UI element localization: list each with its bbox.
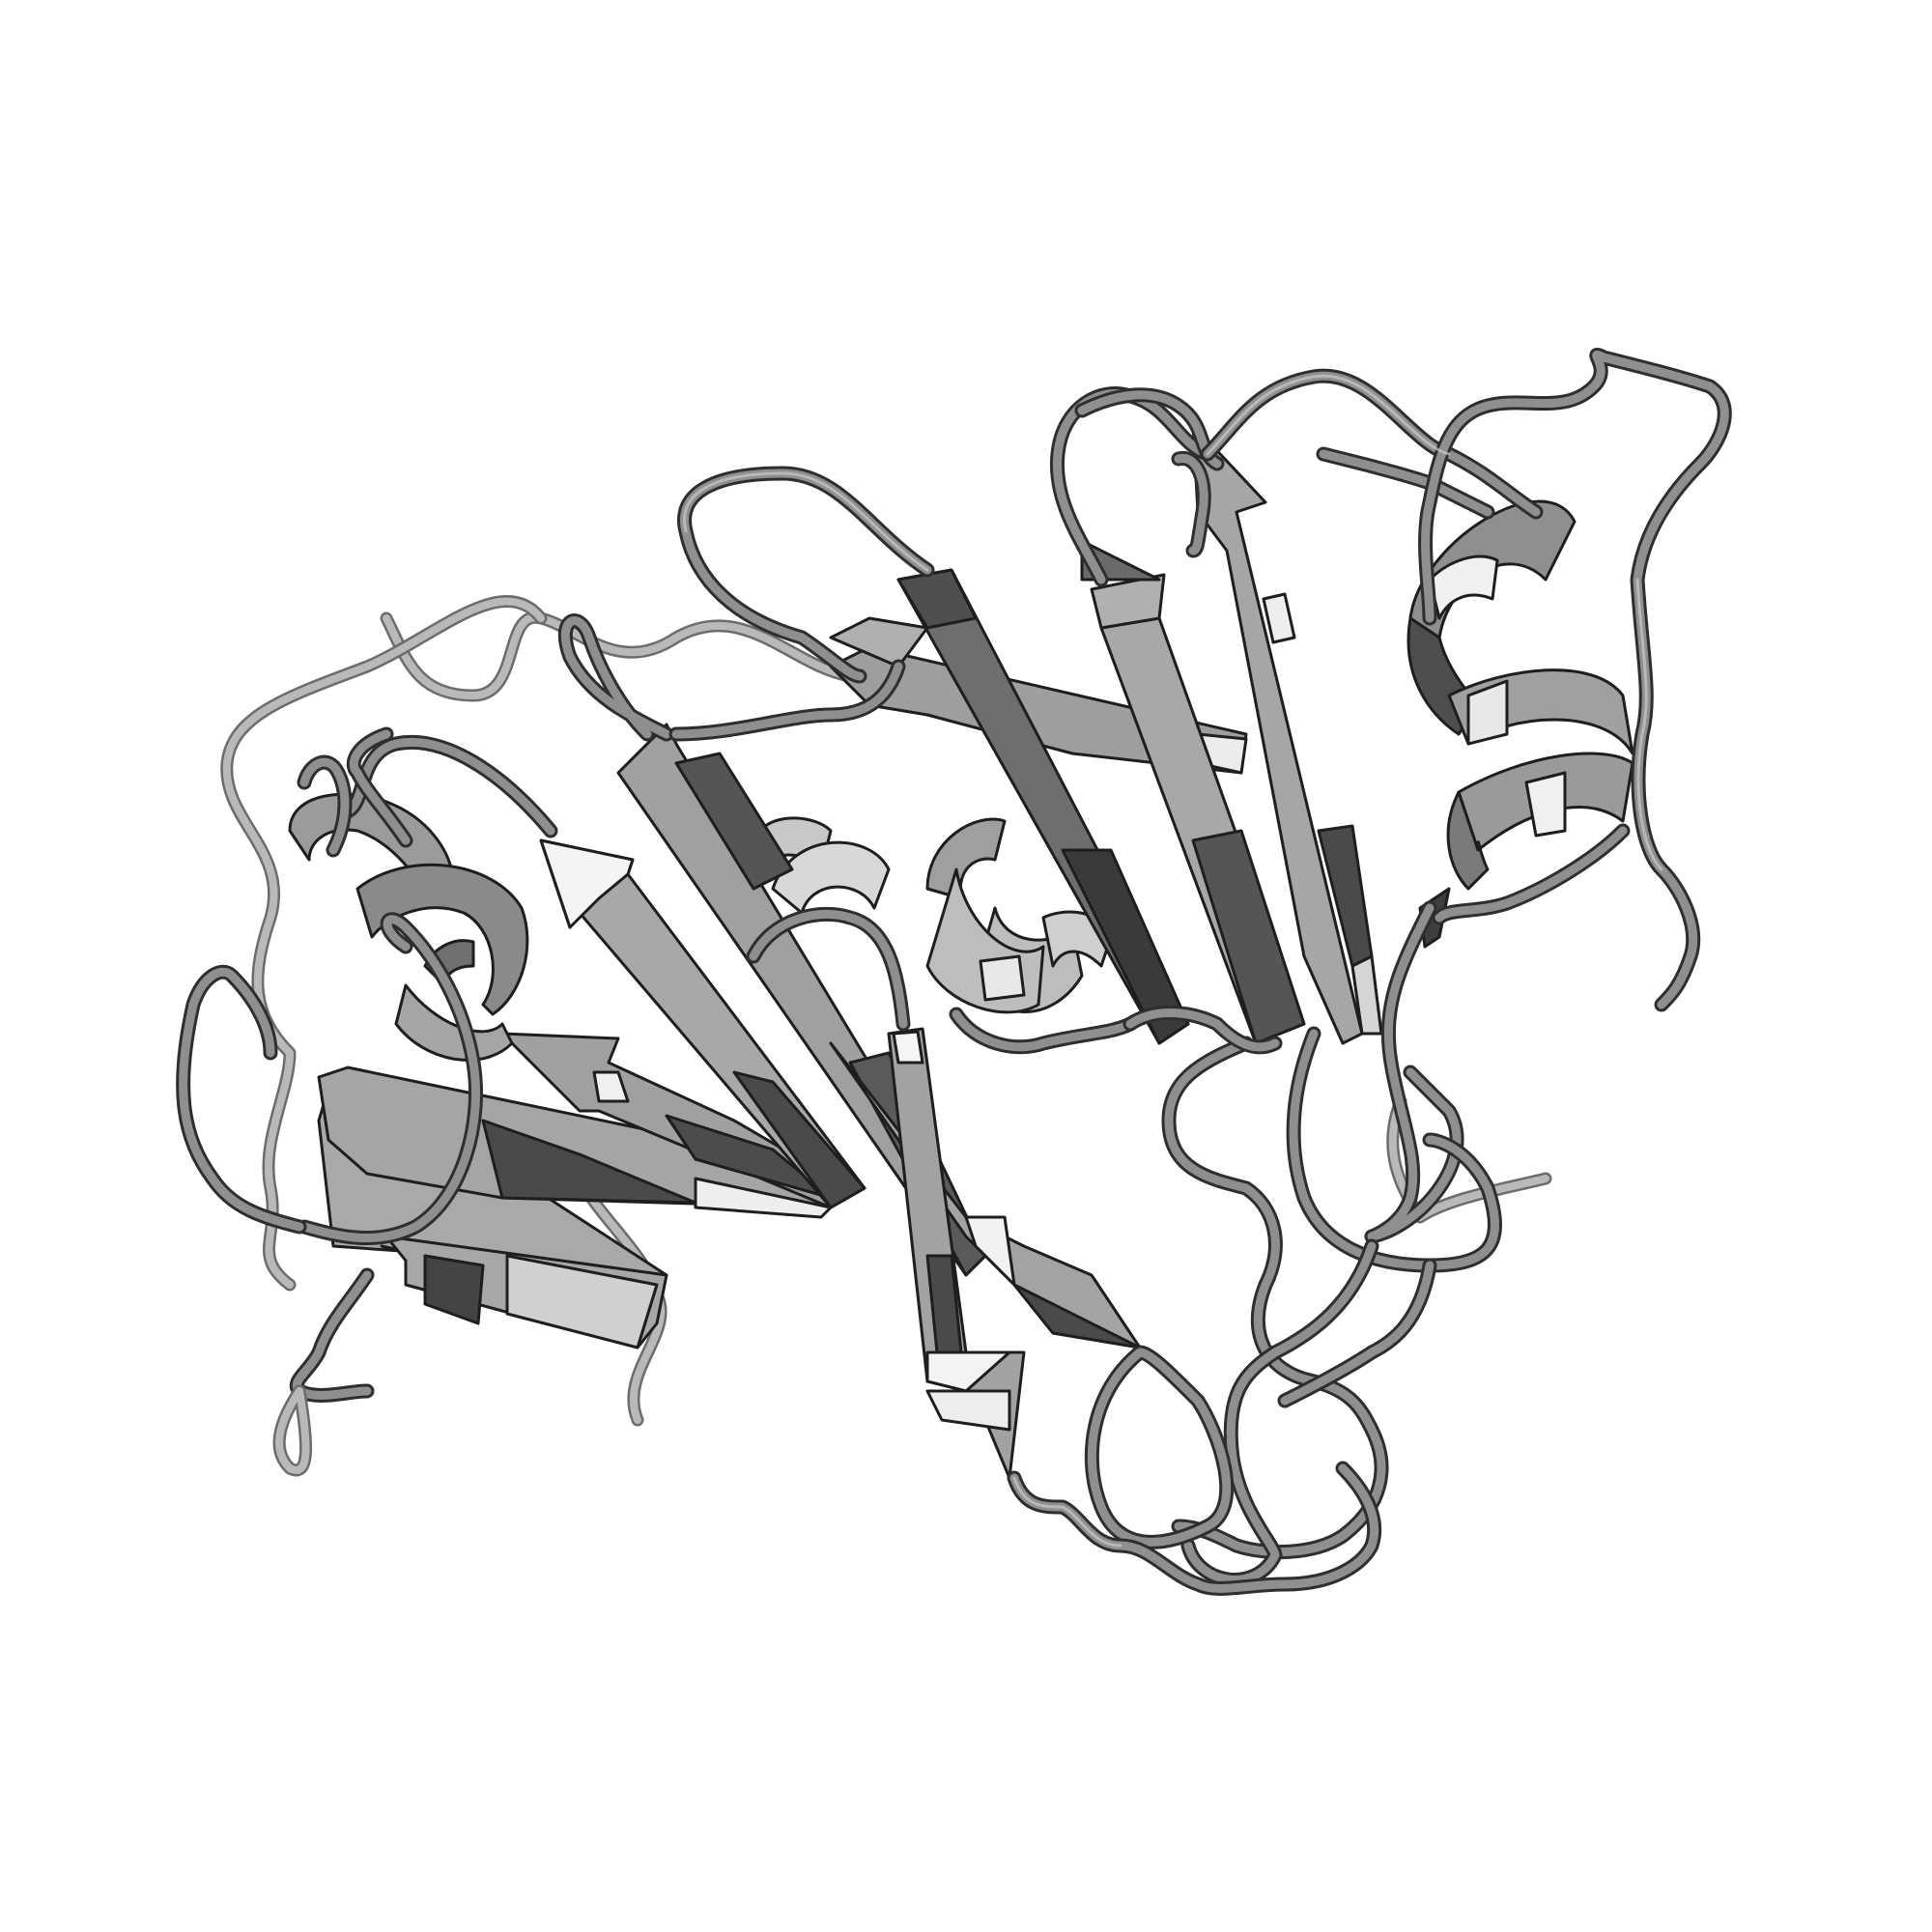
right-beta-sheet xyxy=(829,423,1383,1045)
central-helix-front xyxy=(925,817,1045,1014)
right-alpha-helix xyxy=(1406,499,1634,949)
coil-highlights xyxy=(683,374,1663,1548)
left-beta-sheet xyxy=(317,838,867,1350)
central-beta-strands xyxy=(616,723,1142,1480)
